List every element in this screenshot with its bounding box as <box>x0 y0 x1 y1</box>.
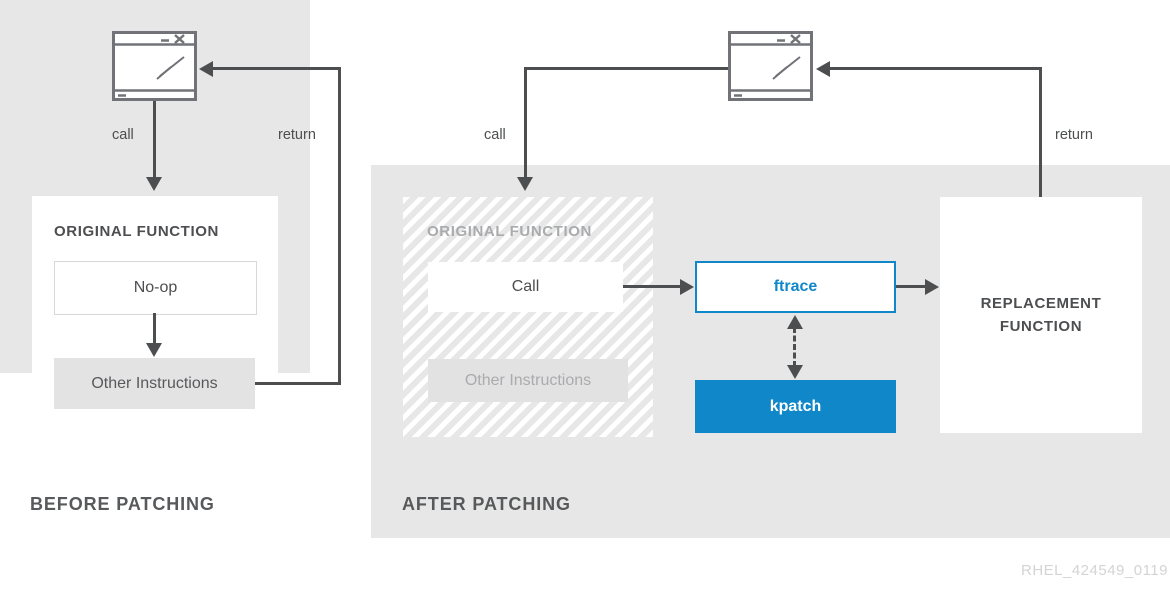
ftrace-label: ftrace <box>773 278 818 295</box>
before-call-line <box>153 101 156 178</box>
before-inner-arrowhead-icon <box>146 343 162 357</box>
after-return-line-top <box>829 67 1042 70</box>
close-icon <box>790 34 801 44</box>
after-other-instructions-box: Other Instructions <box>428 359 628 402</box>
after-call-arrowhead-icon <box>517 177 533 191</box>
call-to-ftrace-line <box>623 285 681 288</box>
watermark: RHEL_424549_0119 <box>1020 562 1168 579</box>
app-window-icon <box>112 31 197 101</box>
kpatch-box: kpatch <box>695 380 896 433</box>
before-return-line-bottom <box>255 382 341 385</box>
before-return-line-top <box>212 67 341 70</box>
before-return-label: return <box>278 127 316 143</box>
call-box-label: Call <box>511 278 540 295</box>
call-box: Call <box>428 262 623 312</box>
before-panel-title: BEFORE PATCHING <box>30 494 215 514</box>
replacement-function-line1: REPLACEMENT <box>980 295 1102 312</box>
ftrace-kpatch-dashed-line <box>793 327 796 367</box>
ftrace-box: ftrace <box>695 261 896 313</box>
after-return-arrowhead-icon <box>816 61 830 77</box>
before-other-instructions-box: Other Instructions <box>54 358 255 409</box>
before-call-arrowhead-icon <box>146 177 162 191</box>
replacement-function-box: REPLACEMENT FUNCTION <box>940 197 1142 433</box>
before-other-instructions-label: Other Instructions <box>91 374 218 392</box>
ftrace-kpatch-arrowhead-up-icon <box>787 315 803 329</box>
replacement-function-line2: FUNCTION <box>999 318 1083 335</box>
noop-box: No-op <box>54 261 257 315</box>
before-inner-line <box>153 313 156 344</box>
after-call-line-top <box>524 67 728 70</box>
after-call-label: call <box>484 127 506 143</box>
app-window-icon <box>728 31 813 101</box>
after-return-label: return <box>1055 127 1093 143</box>
after-other-instructions-label: Other Instructions <box>464 371 592 389</box>
before-call-label: call <box>112 127 134 143</box>
before-original-function-title: ORIGINAL FUNCTION <box>54 223 219 240</box>
call-to-ftrace-arrowhead-icon <box>680 279 694 295</box>
after-return-line-vertical <box>1039 67 1042 197</box>
kpatch-label: kpatch <box>769 397 822 415</box>
ftrace-to-replacement-line <box>896 285 926 288</box>
before-return-line-vertical <box>338 67 341 385</box>
ftrace-to-replacement-arrowhead-icon <box>925 279 939 295</box>
ftrace-kpatch-arrowhead-down-icon <box>787 365 803 379</box>
after-call-line-vertical <box>524 67 527 178</box>
after-original-function-title: ORIGINAL FUNCTION <box>427 223 592 240</box>
close-icon <box>174 34 185 44</box>
noop-label: No-op <box>133 279 178 296</box>
before-return-arrowhead-icon <box>199 61 213 77</box>
after-panel-title: AFTER PATCHING <box>402 494 571 514</box>
